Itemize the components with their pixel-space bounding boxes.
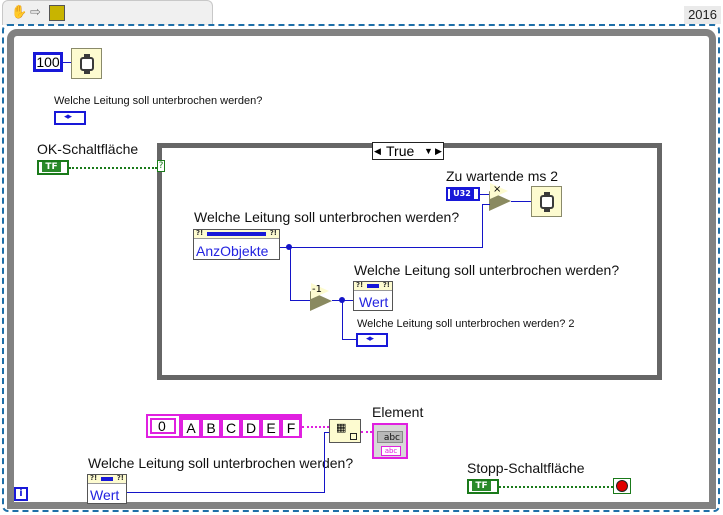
ring-indicator[interactable]: ◂▸ [356, 333, 388, 347]
array-item[interactable]: D [243, 420, 259, 436]
wire [482, 204, 490, 205]
property-node-3[interactable]: ?!?! Wert [87, 474, 127, 504]
loop-condition-icon[interactable] [613, 478, 631, 494]
case-selector[interactable]: ◀ True ▼ ▶ [372, 142, 444, 160]
case-frame [162, 148, 657, 375]
array-constant[interactable]: 0 A B C D E F [146, 414, 302, 438]
wire [290, 247, 291, 301]
element-label: Element [372, 404, 424, 420]
wire [480, 194, 490, 195]
array-item[interactable]: B [203, 420, 219, 436]
array-item[interactable]: E [263, 420, 279, 436]
multiply-node[interactable]: × [489, 183, 511, 211]
index-array-node[interactable]: ▦ [329, 419, 361, 443]
wait-ms-icon[interactable] [71, 48, 102, 79]
wire [324, 432, 325, 493]
wait-constant[interactable]: 100 [33, 52, 63, 72]
ok-button-terminal[interactable]: TF [37, 160, 69, 175]
hand-tool-icon[interactable]: ✋ [11, 5, 28, 20]
wire-junction [286, 244, 292, 250]
toolbar: ✋ ⇨ [2, 0, 213, 25]
wire [324, 432, 329, 433]
wire [63, 62, 71, 63]
element-indicator[interactable]: abc abc [372, 423, 408, 459]
next-case-icon[interactable]: ▶ [435, 146, 442, 156]
dropdown-icon[interactable]: ▼ [424, 146, 433, 156]
property-node-1[interactable]: ?!?! AnzObjekte [193, 229, 280, 260]
array-item[interactable]: C [223, 420, 239, 436]
wait-ms-2-label: Zu wartende ms 2 [446, 168, 559, 184]
wire [511, 201, 531, 202]
array-item[interactable]: F [283, 420, 299, 436]
ring-label: Welche Leitung soll unterbrochen werden? [54, 95, 263, 107]
string-wire [361, 431, 372, 433]
arrow-right-icon[interactable]: ⇨ [30, 5, 41, 20]
wait-ms-icon-2[interactable] [531, 186, 562, 217]
wire [342, 339, 356, 340]
while-loop[interactable] [7, 29, 716, 509]
version-label: 2016 [684, 6, 721, 24]
wire [280, 247, 482, 248]
decrement-node[interactable]: -1 [310, 283, 332, 311]
grid-icon: ▦ [336, 421, 347, 434]
wire [127, 492, 325, 493]
array-body: A B C D E F [179, 416, 302, 438]
array-index[interactable]: 0 [150, 418, 176, 434]
boolean-wire [499, 486, 613, 488]
property-node-3-label: Welche Leitung soll unterbrochen werden? [88, 455, 354, 471]
property-node-1-label: Welche Leitung soll unterbrochen werden? [194, 209, 460, 225]
case-selector-terminal[interactable]: ? [157, 160, 165, 172]
vi-icon[interactable] [49, 5, 65, 21]
property-node-2-label: Welche Leitung soll unterbrochen werden? [354, 262, 620, 278]
diagram-border [2, 24, 720, 512]
ring-control[interactable]: ◂▸ [54, 111, 86, 125]
wire [290, 300, 310, 301]
boolean-wire [69, 167, 157, 169]
string-array-wire [302, 426, 329, 428]
ring-indicator-label: Welche Leitung soll unterbrochen werden?… [357, 318, 575, 330]
prev-case-icon[interactable]: ◀ [374, 146, 381, 156]
property-node-2[interactable]: ?!?! Wert [353, 281, 393, 311]
stop-button-label: Stopp-Schaltfläche [467, 460, 585, 476]
wire [482, 204, 483, 248]
array-item[interactable]: A [183, 420, 199, 436]
wire [342, 300, 343, 340]
ok-button-label: OK-Schaltfläche [37, 141, 139, 157]
u32-control[interactable]: U32 [446, 187, 480, 201]
stop-button-terminal[interactable]: TF [467, 479, 499, 494]
info-icon[interactable]: i [14, 487, 28, 501]
